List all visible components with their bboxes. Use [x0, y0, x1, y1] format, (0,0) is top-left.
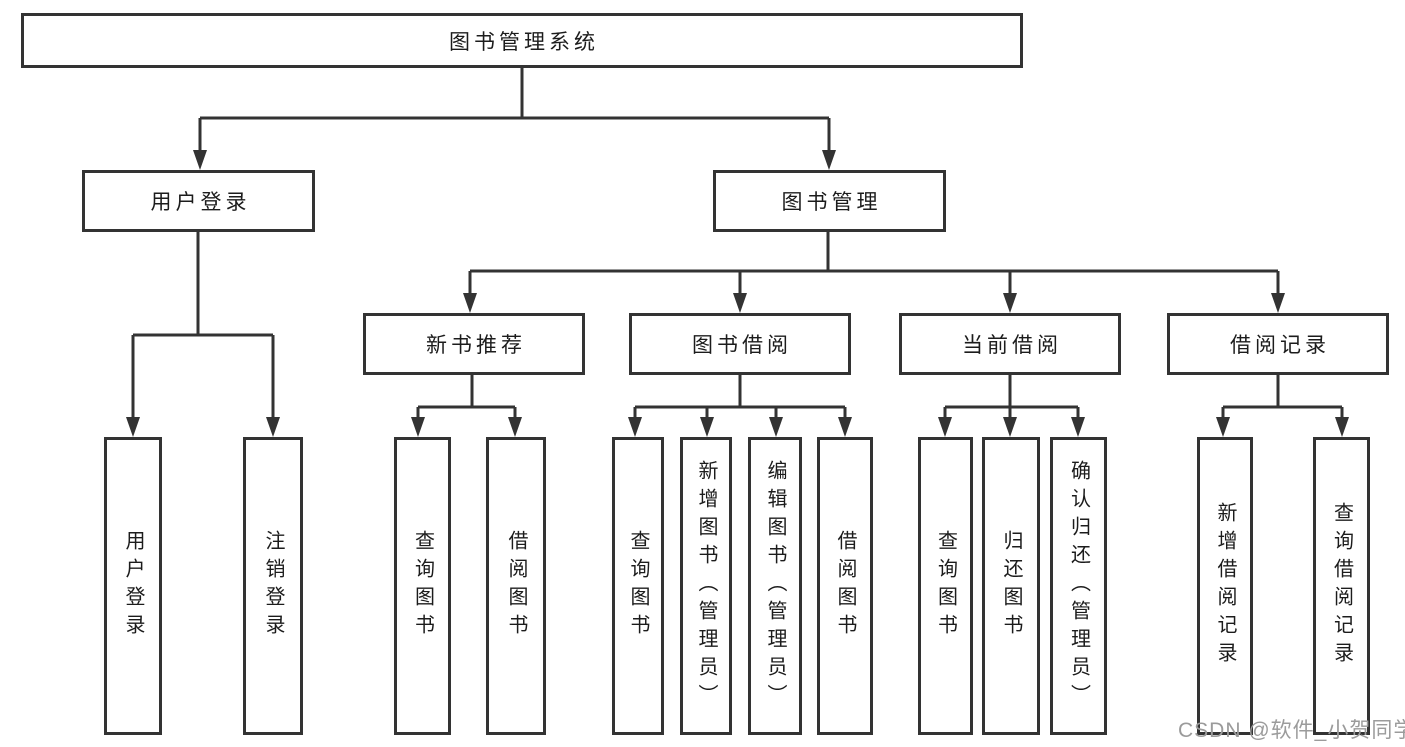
leaf-return-book: 归还图书: [982, 437, 1040, 735]
connector-user-login-children: [131, 232, 275, 421]
connector-root-level2: [198, 68, 831, 154]
arrowhead: [1003, 417, 1017, 437]
watermark: CSDN @软件_小贺同学: [1178, 719, 1405, 742]
arrowhead: [1216, 417, 1230, 437]
leaf-borrow-books: 借阅图书: [817, 437, 873, 735]
leaf-edit-book-admin: 编辑图书（管理员）: [748, 437, 802, 735]
arrowhead: [463, 293, 477, 313]
arrowheads: [126, 150, 1349, 437]
leaf-label: 查询图书: [934, 530, 957, 642]
leaf-query-books-current: 查询图书: [918, 437, 973, 735]
node-current-borrow: 当前借阅: [899, 313, 1121, 375]
connector-new-book-children: [416, 375, 517, 421]
arrowhead: [1071, 417, 1085, 437]
node-user-login: 用户登录: [82, 170, 315, 232]
arrowhead: [769, 417, 783, 437]
arrowhead: [838, 417, 852, 437]
leaf-label: 归还图书: [1000, 530, 1022, 642]
arrowhead: [733, 293, 747, 313]
arrowhead: [1335, 417, 1349, 437]
leaf-label: 确认归还（管理员）: [1067, 460, 1090, 712]
arrowhead: [1271, 293, 1285, 313]
leaf-query-borrow-record: 查询借阅记录: [1313, 437, 1370, 735]
node-new-book-recommend: 新书推荐: [363, 313, 585, 375]
node-book-borrow: 图书借阅: [629, 313, 851, 375]
leaf-add-borrow-record: 新增借阅记录: [1197, 437, 1253, 735]
leaf-label: 查询图书: [627, 530, 649, 642]
arrowhead: [700, 417, 714, 437]
arrowhead: [266, 417, 280, 437]
leaf-query-books-borrow: 查询图书: [612, 437, 664, 735]
leaf-add-book-admin: 新增图书（管理员）: [680, 437, 732, 735]
node-borrow-records: 借阅记录: [1167, 313, 1389, 375]
leaf-label: 新增图书（管理员）: [695, 460, 717, 712]
leaf-borrow-books-recommend: 借阅图书: [486, 437, 546, 735]
arrowhead: [508, 417, 522, 437]
connector-book-borrow-children: [633, 375, 847, 421]
connector-lines: [131, 68, 1344, 421]
arrowhead: [938, 417, 952, 437]
leaf-user-login: 用户登录: [104, 437, 162, 735]
node-book-management: 图书管理: [713, 170, 946, 232]
leaf-logout: 注销登录: [243, 437, 303, 735]
arrowhead: [822, 150, 836, 170]
leaf-label: 借阅图书: [834, 530, 856, 642]
leaf-confirm-return-admin: 确认归还（管理员）: [1050, 437, 1107, 735]
leaf-label: 借阅图书: [505, 530, 527, 642]
leaf-label: 注销登录: [262, 530, 284, 642]
arrowhead: [628, 417, 642, 437]
arrowhead: [1003, 293, 1017, 313]
leaf-label: 查询图书: [411, 530, 434, 642]
connector-borrow-records-children: [1221, 375, 1344, 421]
arrowhead: [126, 417, 140, 437]
leaf-label: 编辑图书（管理员）: [764, 460, 786, 712]
connector-book-mgmt-level3: [468, 232, 1280, 297]
arrowhead: [193, 150, 207, 170]
arrowhead: [411, 417, 425, 437]
leaf-label: 查询借阅记录: [1330, 502, 1353, 670]
connector-current-borrow-children: [943, 375, 1080, 421]
leaf-label: 用户登录: [122, 530, 144, 642]
leaf-label: 新增借阅记录: [1214, 502, 1236, 670]
leaf-query-books-recommend: 查询图书: [394, 437, 451, 735]
node-root: 图书管理系统: [21, 13, 1023, 68]
